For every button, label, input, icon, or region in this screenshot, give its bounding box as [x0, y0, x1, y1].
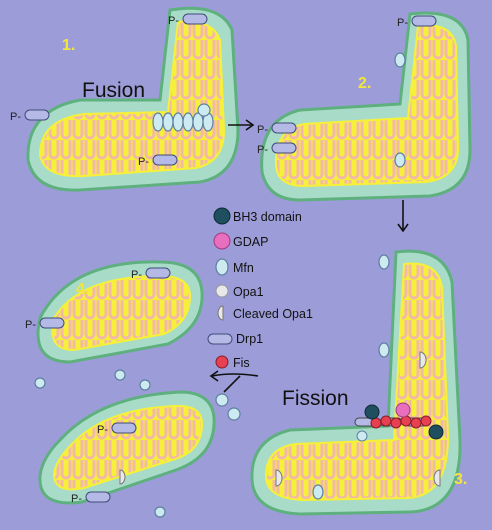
phospho-label: P- — [168, 15, 179, 27]
legend-item-opa1: Opa1 — [216, 285, 264, 299]
drp1-swatch-icon — [208, 334, 232, 344]
legend-label: GDAP — [233, 235, 268, 249]
gdap-swatch-icon — [214, 233, 230, 249]
legend-label: Opa1 — [233, 285, 264, 299]
opa1-swatch-icon — [216, 285, 228, 297]
legend-label: Fis — [233, 356, 250, 370]
phospho-label: P- — [138, 156, 149, 168]
fission-label: Fission — [282, 387, 349, 410]
phospho-label: P- — [257, 144, 268, 156]
phospho-label: P- — [257, 124, 268, 136]
bh3-swatch-icon — [214, 208, 230, 224]
legend-item-mfn: Mfn — [216, 259, 254, 275]
legend-item-gdap: GDAP — [214, 233, 268, 249]
step-1-number: 1. — [62, 37, 75, 54]
phospho-label: P- — [97, 424, 108, 436]
legend-item-fis: Fis — [216, 356, 250, 370]
phospho-label: P- — [131, 269, 142, 281]
legend-label: BH3 domain — [233, 210, 302, 224]
step-4-number: 4. — [76, 281, 89, 298]
fusion-label: Fusion — [82, 79, 145, 102]
step-2-number: 2. — [358, 75, 371, 92]
phospho-label: P- — [71, 493, 82, 505]
phospho-label: P- — [25, 319, 36, 331]
phospho-label: P- — [397, 17, 408, 29]
fis-swatch-icon — [216, 356, 228, 368]
legend-item-cleaved-opa1: Cleaved Opa1 — [218, 306, 313, 321]
phospho-label: P- — [10, 111, 21, 123]
legend-label: Cleaved Opa1 — [233, 307, 313, 321]
mfn-swatch-icon — [216, 259, 228, 275]
legend-item-bh3: BH3 domain — [214, 208, 302, 224]
legend-label: Mfn — [233, 261, 254, 275]
step-3-number: 3. — [454, 471, 467, 488]
legend-label: Drp1 — [236, 332, 263, 346]
legend-item-drp1: Drp1 — [208, 332, 263, 346]
